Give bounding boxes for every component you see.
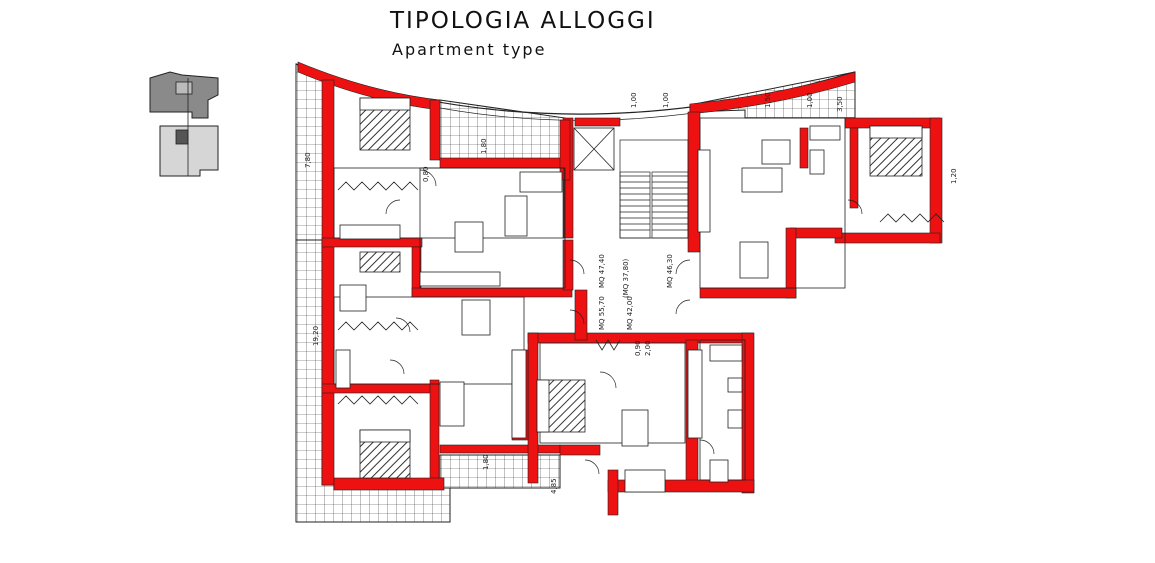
page-title: TIPOLOGIA ALLOGGI	[390, 8, 656, 34]
dim-inner-2: 0,80	[422, 166, 430, 182]
sofa-icon	[504, 171, 563, 237]
dim-top-4: 1,00	[806, 92, 814, 108]
dining-table-icon	[461, 299, 491, 336]
dim-right-1: 1,20	[950, 168, 958, 184]
area-label-center-bottom: MQ 42,00	[626, 296, 634, 330]
dim-top-5: 3,50	[836, 96, 844, 112]
bed-icon	[359, 429, 411, 479]
dim-left-1: 7,80	[304, 152, 312, 168]
page-subtitle: Apartment type	[392, 40, 547, 59]
dim-bottom-1: 4,85	[550, 478, 558, 494]
bed-icon	[359, 251, 401, 273]
dim-bottom-2: 1,80	[482, 454, 490, 470]
dim-inner-1: 1,80	[480, 138, 488, 154]
bed-icon	[536, 379, 586, 433]
dining-table-icon	[454, 221, 484, 253]
area-label-right: MQ 46,30	[666, 254, 674, 288]
dim-top-3: 1,50	[764, 92, 772, 108]
elevator-icon	[573, 127, 615, 171]
bed-icon	[359, 97, 411, 151]
sofa-icon	[741, 139, 791, 193]
dim-top-1: 1,00	[630, 92, 638, 108]
sofa-icon	[624, 469, 666, 493]
area-label-stair: (MQ 37,80)	[622, 258, 630, 298]
bed-icon	[869, 125, 923, 177]
dim-left-2: 19,20	[312, 326, 320, 346]
sofa-icon	[439, 381, 465, 427]
area-label-lower-left: MQ 55,70	[598, 296, 606, 330]
stair-icon	[619, 139, 689, 239]
dim-top-2: 1,00	[662, 92, 670, 108]
dining-table-icon	[621, 409, 649, 447]
dim-inner-3: 0,90	[634, 340, 642, 356]
area-label-upper-left: MQ 47,40	[598, 254, 606, 288]
dining-table-icon	[739, 241, 769, 279]
dim-inner-4: 2,00	[644, 340, 652, 356]
key-plan	[149, 71, 219, 177]
